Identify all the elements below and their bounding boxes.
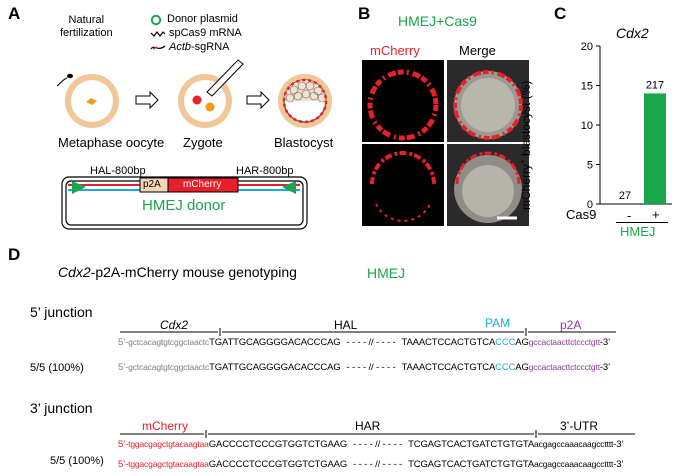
p2a-box-label: p2A xyxy=(143,179,161,190)
seq3-reference: 5’-tggacgagctgtacaagtaaGACCCCTCCCGTGGTCT… xyxy=(118,439,624,450)
donor-plasmid-icon xyxy=(150,14,162,26)
genotyping-title: Cdx2-p2A-mCherry mouse genotyping xyxy=(58,264,297,280)
har-label: HAR-800bp xyxy=(236,165,294,177)
header-hal: HAL xyxy=(334,318,358,332)
header-har: HAR xyxy=(355,419,381,433)
cas9-plus-label: + xyxy=(652,207,660,222)
chart-title: Cdx2 xyxy=(616,25,649,41)
arrow-icon xyxy=(246,90,270,110)
y-tick-label-20: 20 xyxy=(581,41,593,53)
sgrna-label: Actb-sgRNA xyxy=(169,41,230,53)
micrograph-mcherry-top xyxy=(362,60,444,142)
three-prime-junction-label: 3’ junction xyxy=(30,400,93,416)
bar-1 xyxy=(644,93,666,204)
sperm-icon xyxy=(56,73,73,87)
hal-label: HAL-800bp xyxy=(90,165,146,177)
ratio-five-prime: 5/5 (100%) xyxy=(30,362,84,374)
cas9-minus-label: - xyxy=(627,208,632,223)
sgrna-target-arrow-left xyxy=(72,181,86,194)
header-mcherry: mCherry xyxy=(142,419,189,433)
panel-b-title: HMEJ+Cas9 xyxy=(398,13,477,29)
natural-fertilization-label: Natural fertilization xyxy=(60,14,113,39)
seq5-sample: 5’-gctcacagtgtcggctaactcTGATTGCAGGGGACAC… xyxy=(118,362,611,373)
y-tick-label-10: 10 xyxy=(581,120,593,132)
chart-y-axis-label: mCherry+ blastocyst (%) xyxy=(518,80,533,210)
panel-letter-a: A xyxy=(8,4,21,23)
mcherry-column-label: mCherry xyxy=(370,43,420,58)
panel-letter-d: D xyxy=(8,245,21,264)
hmej-donor-label: HMEJ donor xyxy=(142,197,226,214)
header-pam: PAM xyxy=(485,316,511,330)
stage-metaphase-oocyte: Metaphase oocyte xyxy=(58,135,165,150)
blastocyst-cell xyxy=(278,74,332,128)
arrow-icon xyxy=(135,90,159,110)
data-label-0: 27 xyxy=(619,190,631,202)
genotyping-hmej-label: HMEJ xyxy=(367,265,406,281)
five-prime-junction-label: 5’ junction xyxy=(30,304,93,320)
donor-plasmid-label: Donor plasmid xyxy=(167,13,238,25)
seq3-sample: 5’-tggacgagctgtacaagtaaGACCCCTCCCGTGGTCT… xyxy=(118,459,624,470)
hmej-group-label: HMEJ xyxy=(620,224,656,239)
y-tick-label-5: 5 xyxy=(587,160,593,172)
stage-blastocyst: Blastocyst xyxy=(274,135,334,150)
panel-letter-b: B xyxy=(358,4,371,23)
data-label-1: 217 xyxy=(646,79,664,91)
stage-zygote: Zygote xyxy=(183,135,223,150)
micrograph-mcherry-bottom xyxy=(362,144,444,226)
sgrna-target-arrow-right xyxy=(282,181,296,194)
micrograph-merge-top xyxy=(447,60,529,142)
seq5-reference: 5’-gctcacagtgtcggctaactcTGATTGCAGGGGACAC… xyxy=(118,337,611,348)
five-prime-region-brackets xyxy=(120,328,616,336)
header-cdx2: Cdx2 xyxy=(160,318,189,332)
embryo-workflow-diagram xyxy=(56,59,332,230)
header-utr: 3’-UTR xyxy=(560,419,598,433)
header-p2a: p2A xyxy=(560,318,582,332)
three-prime-region-brackets xyxy=(120,430,635,438)
group-underline xyxy=(616,222,668,223)
bar-chart: 0 5 10 15 20 27 217 xyxy=(581,41,672,211)
merge-column-label: Merge xyxy=(459,43,496,58)
cas9-axis-label: Cas9 xyxy=(566,207,597,222)
sgrna-icon xyxy=(150,45,166,50)
oocyte-cell xyxy=(65,74,119,128)
hmej-donor-plasmid xyxy=(61,176,308,230)
y-tick-label-15: 15 xyxy=(581,81,593,93)
panel-letter-c: C xyxy=(554,4,567,23)
y-tick-label-0: 0 xyxy=(587,199,593,211)
micrograph-merge-bottom xyxy=(447,144,529,226)
mrna-label: spCas9 mRNA xyxy=(169,27,242,39)
mcherry-box-label: mCherry xyxy=(183,179,222,190)
ratio-three-prime: 5/5 (100%) xyxy=(50,455,104,467)
mrna-icon xyxy=(150,31,166,37)
